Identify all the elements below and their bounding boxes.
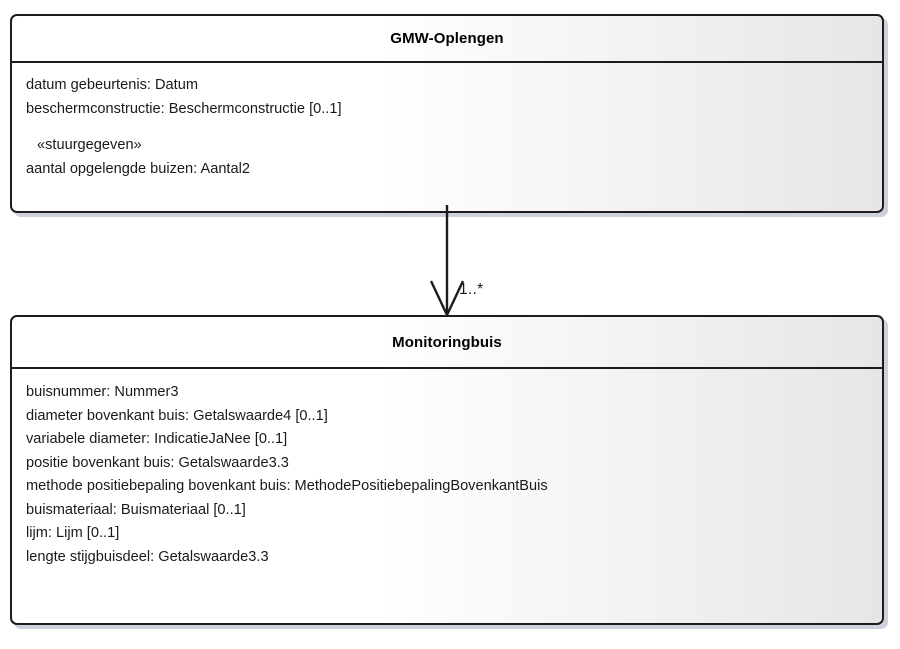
uml-attribute: variabele diameter: IndicatieJaNee [0..1…: [26, 431, 288, 447]
uml-class-gmw-oplengen[interactable]: GMW-Oplengen datum gebeurtenis: Datum be…: [10, 14, 884, 213]
uml-class-monitoringbuis[interactable]: Monitoringbuis buisnummer: Nummer3 diame…: [10, 315, 884, 625]
uml-attribute: aantal opgelengde buizen: Aantal2: [26, 160, 250, 177]
uml-class-attributes-gmw-oplengen: datum gebeurtenis: Datum beschermconstru…: [12, 63, 882, 211]
uml-attribute: lijm: Lijm [0..1]: [26, 525, 120, 541]
uml-class-name-monitoringbuis: Monitoringbuis: [392, 333, 502, 351]
uml-attribute: diameter bovenkant buis: Getalswaarde4 […: [26, 407, 328, 424]
uml-class-header-gmw-oplengen: GMW-Oplengen: [12, 16, 882, 63]
uml-class-name-gmw-oplengen: GMW-Oplengen: [390, 30, 504, 47]
uml-attribute: buismateriaal: Buismateriaal [0..1]: [26, 501, 246, 518]
uml-attribute: methode positiebepaling bovenkant buis: …: [26, 478, 548, 494]
uml-attribute-stereotype: «stuurgegeven»: [37, 137, 142, 153]
uml-attribute: buisnummer: Nummer3: [26, 384, 179, 400]
association-multiplicity-label: 1..*: [459, 281, 484, 298]
uml-attribute: datum gebeurtenis: Datum: [26, 77, 198, 93]
uml-class-attributes-monitoringbuis: buisnummer: Nummer3 diameter bovenkant b…: [12, 369, 882, 623]
uml-class-header-monitoringbuis: Monitoringbuis: [12, 317, 882, 369]
uml-attribute: beschermconstructie: Beschermconstructie…: [26, 100, 342, 117]
uml-attribute: positie bovenkant buis: Getalswaarde3.3: [26, 454, 289, 471]
association-connector: [429, 205, 465, 318]
uml-attribute: lengte stijgbuisdeel: Getalswaarde3.3: [26, 548, 269, 565]
